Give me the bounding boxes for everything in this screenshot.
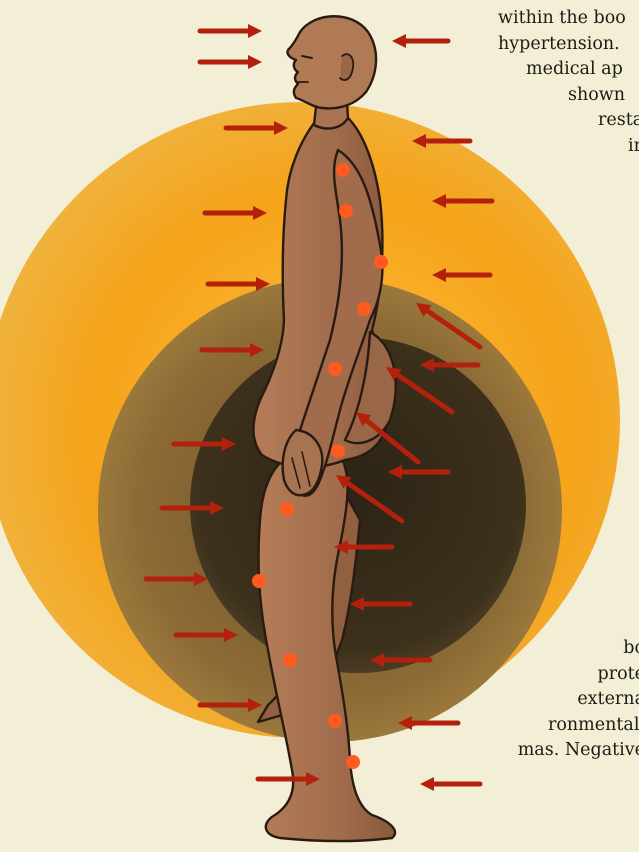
arrow <box>392 34 448 48</box>
text-line: ronmental, <box>518 713 639 739</box>
energy-point <box>357 302 371 316</box>
hand <box>283 430 323 495</box>
energy-point <box>252 574 266 588</box>
text-line: externa <box>518 687 639 713</box>
text-line: shown <box>568 83 639 109</box>
energy-point <box>336 163 350 177</box>
text-line: ir <box>628 134 639 160</box>
bottom-text-block: boproteexternaronmental,mas. Negative <box>518 636 639 764</box>
text-line: bo <box>518 636 639 662</box>
ear <box>340 54 353 80</box>
energy-point <box>346 755 360 769</box>
energy-point <box>328 362 342 376</box>
energy-point <box>280 502 294 516</box>
arrow <box>420 777 480 791</box>
energy-point <box>339 204 353 218</box>
energy-point <box>283 653 297 667</box>
head <box>287 16 376 108</box>
arrow <box>200 24 262 38</box>
text-line: mas. Negative <box>518 738 639 764</box>
arrow <box>200 55 262 69</box>
text-line: within the boo <box>498 6 639 32</box>
energy-point <box>374 255 388 269</box>
text-line: medical ap <box>526 57 639 83</box>
text-line: hypertension. <box>498 32 639 58</box>
text-line: resta <box>598 108 639 134</box>
energy-point <box>331 444 345 458</box>
energy-point <box>328 714 342 728</box>
